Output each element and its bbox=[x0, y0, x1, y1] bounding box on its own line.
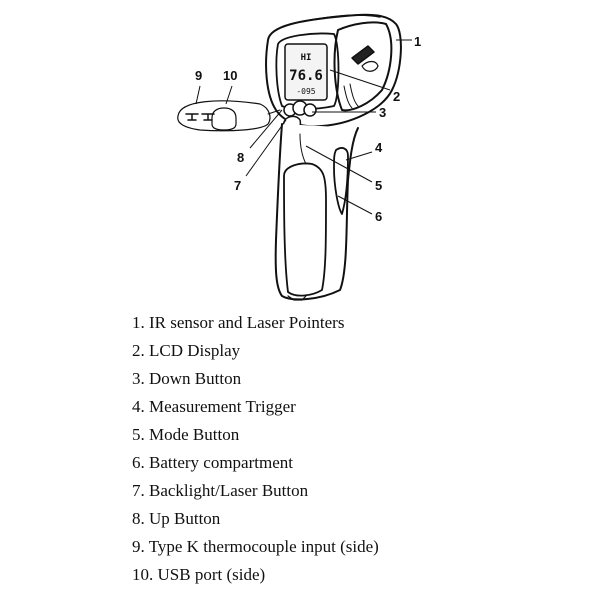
callout-10: 10 bbox=[223, 68, 237, 83]
lcd-main-readout: 76.6 bbox=[289, 68, 323, 84]
lcd-sub-readout: -095 bbox=[296, 87, 315, 96]
battery-compartment bbox=[283, 162, 327, 297]
callout-9: 9 bbox=[195, 68, 202, 83]
leader-line-7 bbox=[245, 119, 287, 177]
battery-compartment-clip bbox=[287, 295, 307, 301]
legend-item: 2. LCD Display bbox=[132, 341, 241, 360]
laser-window bbox=[361, 60, 379, 72]
bubble-pointer bbox=[267, 109, 281, 115]
legend-item: 3. Down Button bbox=[132, 369, 242, 388]
sensor-band bbox=[333, 21, 393, 112]
leader-line-2 bbox=[329, 69, 391, 91]
callout-6: 6 bbox=[375, 209, 382, 224]
thermometer-illustration: HI 76.6 -095 bbox=[177, 13, 402, 301]
leader-line-8 bbox=[249, 109, 283, 149]
callout-5: 5 bbox=[375, 178, 382, 193]
legend-item: 10. USB port (side) bbox=[132, 565, 266, 584]
lcd-top-readout: HI bbox=[301, 53, 312, 63]
callout-1: 1 bbox=[414, 34, 421, 49]
callout-3: 3 bbox=[379, 105, 386, 120]
lcd-display bbox=[284, 43, 328, 101]
thermocouple-input-icon bbox=[185, 113, 215, 121]
leader-line-6 bbox=[337, 195, 373, 215]
callout-8: 8 bbox=[237, 150, 244, 165]
side-grip-lines bbox=[343, 83, 359, 109]
side-port-bubble bbox=[177, 100, 271, 132]
callout-2: 2 bbox=[393, 89, 400, 104]
callout-4: 4 bbox=[375, 140, 383, 155]
usb-port-icon bbox=[211, 107, 237, 131]
legend-item: 1. IR sensor and Laser Pointers bbox=[132, 313, 345, 332]
leader-line-4 bbox=[345, 151, 373, 161]
callouts: 1 2 3 4 5 6 7 8 9 10 bbox=[195, 34, 421, 224]
legend-item: 8. Up Button bbox=[132, 509, 221, 528]
legend-item: 4. Measurement Trigger bbox=[132, 397, 296, 416]
down-button[interactable] bbox=[303, 103, 317, 117]
legend-item: 9. Type K thermocouple input (side) bbox=[132, 537, 379, 556]
callout-7: 7 bbox=[234, 178, 241, 193]
measurement-trigger[interactable] bbox=[333, 147, 349, 215]
leader-line-9 bbox=[195, 85, 201, 105]
leader-line-5 bbox=[305, 145, 373, 183]
handle-seam bbox=[299, 133, 307, 165]
legend-item: 6. Battery compartment bbox=[132, 453, 293, 472]
thermometer-diagram: HI 76.6 -095 1 bbox=[177, 13, 421, 301]
leader-lines bbox=[195, 39, 412, 215]
parts-legend: 1. IR sensor and Laser Pointers 2. LCD D… bbox=[132, 309, 379, 589]
display-bezel bbox=[275, 32, 340, 110]
legend-item: 7. Backlight/Laser Button bbox=[132, 481, 309, 500]
housing-top-ridge bbox=[299, 14, 381, 23]
ir-sensor-window bbox=[351, 45, 375, 65]
legend-item: 5. Mode Button bbox=[132, 425, 240, 444]
leader-line-10 bbox=[225, 85, 233, 105]
